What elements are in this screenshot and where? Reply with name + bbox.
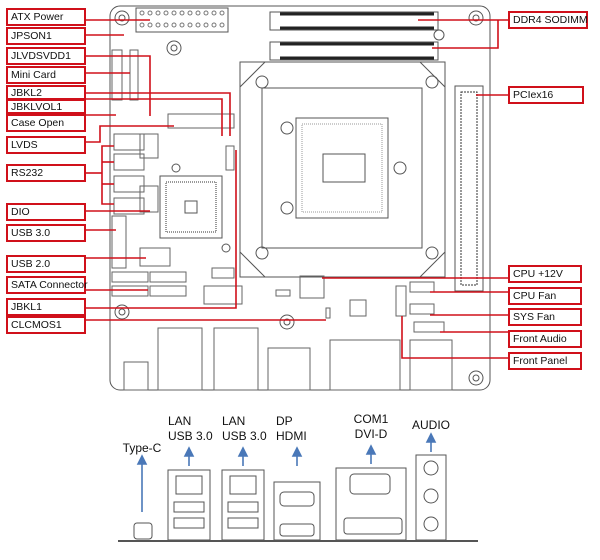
io-label-typec: Type-C bbox=[122, 441, 162, 455]
label-cpu-12v: CPU +12V bbox=[508, 265, 582, 283]
label-mini-card: Mini Card bbox=[6, 66, 86, 84]
label-jbkl1: JBKL1 bbox=[6, 298, 86, 316]
io-label-audio: AUDIO bbox=[411, 418, 450, 432]
label-jlvdsvdd1: JLVDSVDD1 bbox=[6, 47, 86, 65]
chipset bbox=[159, 163, 231, 253]
ddr4-slots bbox=[269, 11, 445, 61]
label-dio: DIO bbox=[6, 203, 86, 221]
io-arrows bbox=[136, 432, 437, 512]
label-jpson1: JPSON1 bbox=[6, 27, 86, 45]
io-label-lan1-line1: LAN bbox=[168, 414, 192, 428]
label-atx-power: ATX Power bbox=[6, 8, 86, 26]
label-case-open: Case Open bbox=[6, 114, 86, 132]
label-lvds: LVDS bbox=[6, 136, 86, 154]
io-label-com-dvi: COM1 DVI-D bbox=[346, 412, 396, 442]
atx-pins bbox=[139, 10, 225, 28]
com-dvi-port bbox=[335, 467, 407, 541]
right-headers bbox=[275, 275, 445, 333]
mounting-holes bbox=[114, 10, 484, 386]
label-rs232: RS232 bbox=[6, 164, 86, 182]
io-label-com1: COM1 bbox=[353, 412, 389, 426]
typec-port bbox=[133, 522, 153, 540]
io-label-lan2-line2: USB 3.0 bbox=[222, 429, 267, 443]
label-clcmos1: CLCMOS1 bbox=[6, 316, 86, 334]
label-sata-connector: SATA Connector bbox=[6, 276, 88, 294]
lan-usb-port-2 bbox=[221, 469, 265, 541]
io-label-hdmi: HDMI bbox=[276, 429, 307, 443]
label-usb20: USB 2.0 bbox=[6, 255, 86, 273]
label-jbklvol1: JBKLVOL1 bbox=[6, 99, 86, 114]
lan-usb-port-1 bbox=[167, 469, 211, 541]
label-jbkl2: JBKL2 bbox=[6, 85, 86, 100]
label-front-audio: Front Audio bbox=[508, 330, 582, 348]
dp-hdmi-port bbox=[273, 481, 321, 541]
io-label-dp: DP bbox=[276, 414, 293, 428]
io-label-lan1-line2: USB 3.0 bbox=[168, 429, 213, 443]
label-front-panel: Front Panel bbox=[508, 352, 582, 370]
io-label-dvid: DVI-D bbox=[354, 427, 388, 441]
io-label-lan1: LAN USB 3.0 bbox=[168, 414, 213, 444]
label-pciex16: PCIex16 bbox=[508, 86, 584, 104]
board-rear-io bbox=[123, 327, 453, 391]
label-ddr4-sodimm: DDR4 SODIMM bbox=[508, 11, 588, 29]
label-cpu-fan: CPU Fan bbox=[508, 287, 582, 305]
left-headers bbox=[111, 49, 243, 305]
rear-io-panel bbox=[118, 454, 478, 542]
audio-jacks bbox=[415, 454, 447, 541]
pciex16-slot bbox=[454, 85, 484, 292]
io-label-lan2: LAN USB 3.0 bbox=[222, 414, 267, 444]
label-sys-fan: SYS Fan bbox=[508, 308, 582, 326]
cpu-socket bbox=[239, 61, 446, 278]
io-label-dp-hdmi: DP HDMI bbox=[276, 414, 316, 444]
leader-lines bbox=[86, 19, 508, 359]
io-label-lan2-line1: LAN bbox=[222, 414, 246, 428]
label-usb30: USB 3.0 bbox=[6, 224, 86, 242]
